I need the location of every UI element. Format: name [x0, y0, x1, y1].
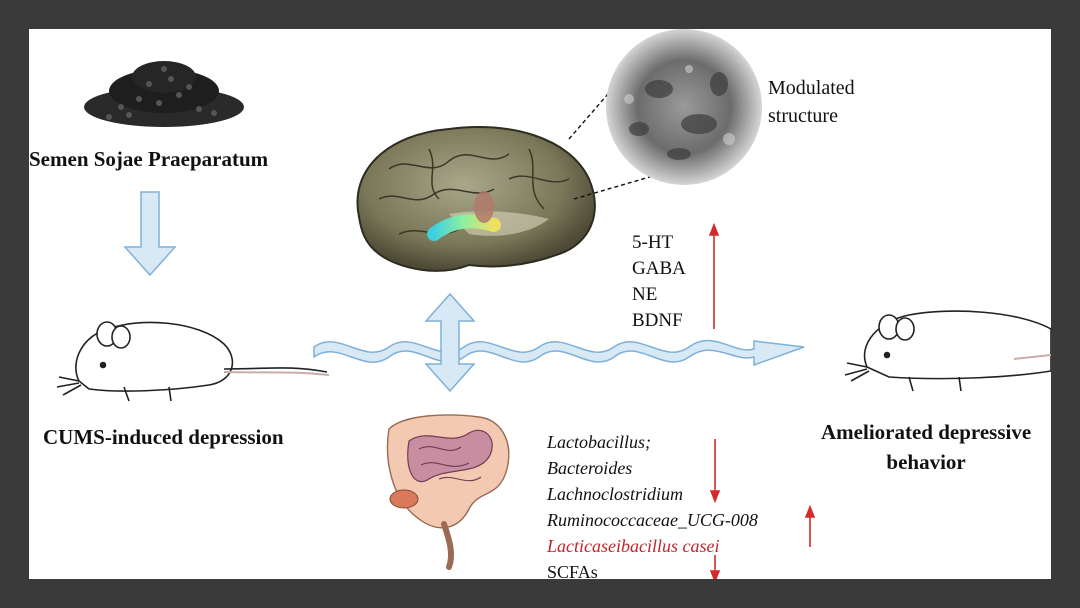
- soybean-pile-icon: [84, 61, 244, 127]
- brain-illustration: [356, 86, 685, 272]
- intestine-illustration: [386, 414, 510, 570]
- diagram-graphics: [56, 29, 1051, 579]
- microbiota-item: Bacteroides: [547, 458, 633, 478]
- modulated-line2: structure: [768, 105, 838, 127]
- diagram-canvas: Semen Sojae Praeparatum CUMS-induced dep…: [29, 29, 1051, 579]
- microbiota-item: Lactobacillus;: [547, 432, 651, 452]
- microbiota-list: Lactobacillus; Bacteroides Lachnoclostri…: [547, 429, 758, 579]
- outcome-label: Ameliorated depressive behavior: [821, 417, 1031, 477]
- model-label: CUMS-induced depression: [43, 425, 284, 449]
- outcome-label-line2: behavior: [886, 450, 966, 474]
- mouse-icon: [56, 321, 330, 402]
- neurotransmitter-item: GABA: [632, 258, 686, 279]
- microbiota-item: Ruminococcaceae_UCG-008: [547, 510, 758, 530]
- mouse-icon-right: [844, 310, 1051, 392]
- herb-label: Semen Sojae Praeparatum: [29, 147, 269, 171]
- microbiota-change-indicators: [709, 439, 816, 579]
- neurotransmitter-list: 5-HT GABA NE BDNF: [632, 230, 686, 334]
- microbiota-item-highlighted: Lacticaseibacillus casei: [547, 536, 720, 556]
- wavy-arrow-icon: [313, 339, 805, 367]
- microbiota-item: SCFAs: [547, 562, 598, 579]
- neurotransmitter-item: NE: [632, 284, 658, 305]
- neurotransmitter-item: BDNF: [632, 310, 683, 331]
- double-arrow-icon: [424, 292, 476, 393]
- modulated-line1: Modulated: [768, 77, 855, 99]
- increase-indicator-icon: [708, 222, 720, 329]
- microbiota-item: Lachnoclostridium: [547, 484, 684, 504]
- down-arrow-icon: [123, 191, 177, 277]
- microscopy-image: [606, 29, 762, 185]
- neurotransmitter-item: 5-HT: [632, 232, 674, 253]
- outcome-label-line1: Ameliorated depressive: [821, 420, 1032, 444]
- modulated-structure-label: Modulated structure: [768, 74, 855, 130]
